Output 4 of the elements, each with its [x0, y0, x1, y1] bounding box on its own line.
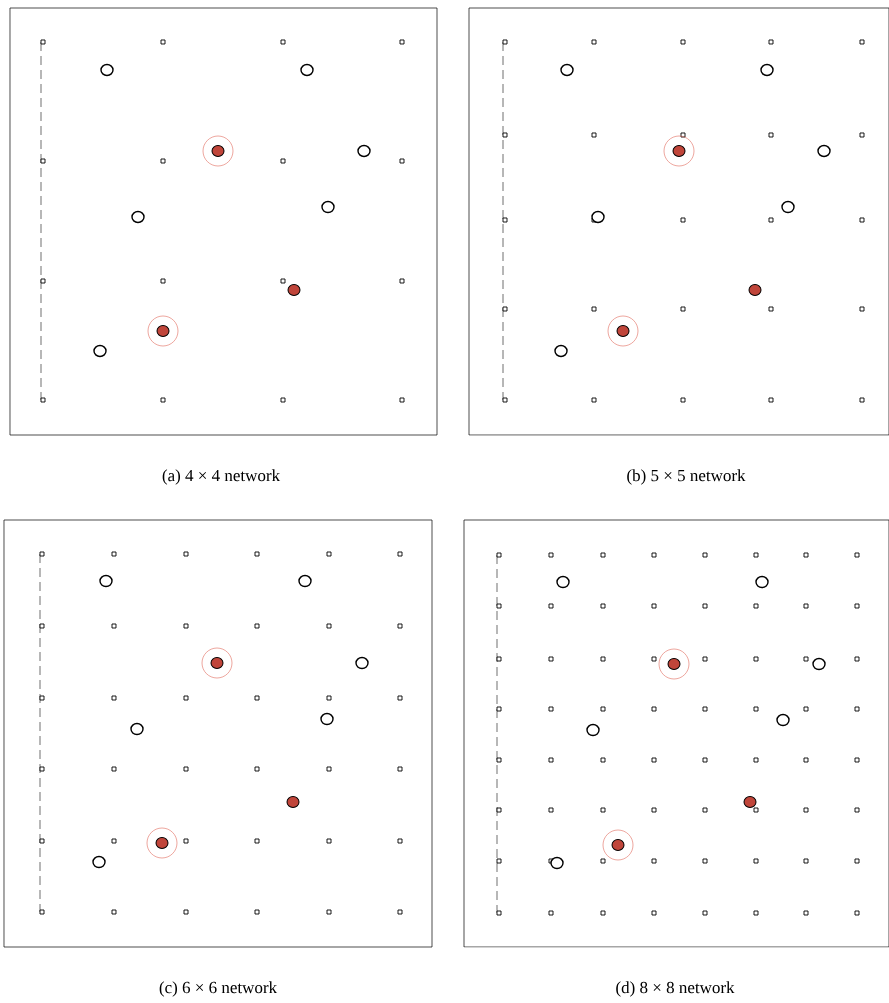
caption: (d) 8 × 8 network	[616, 981, 735, 997]
caption: (b) 5 × 5 network	[627, 469, 746, 485]
caption: (c) 6 × 6 network	[159, 981, 278, 997]
caption: (a) 4 × 4 network	[162, 469, 281, 485]
